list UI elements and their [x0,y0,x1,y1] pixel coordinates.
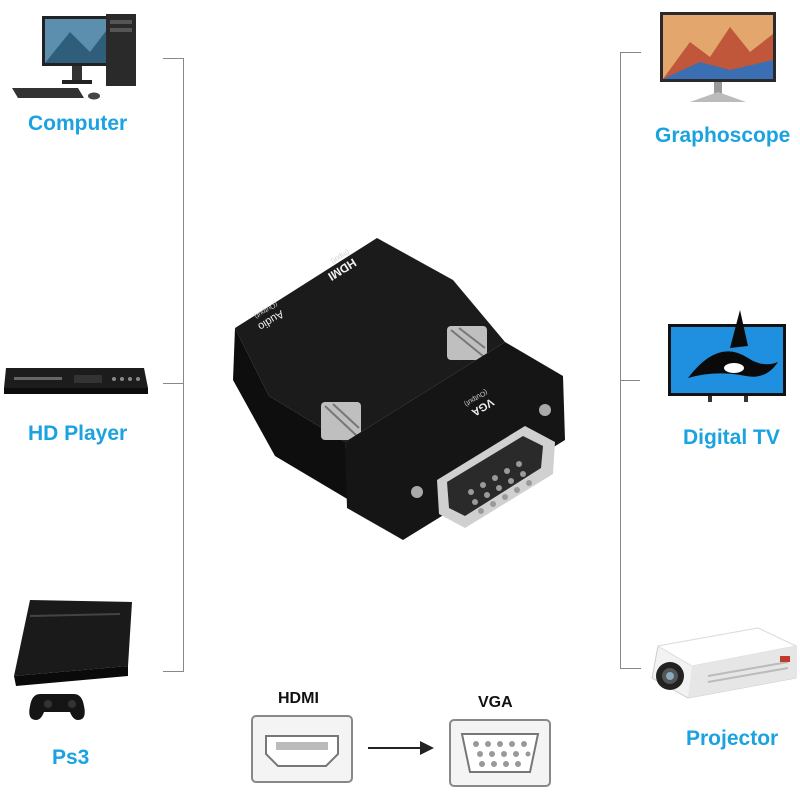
computer-icon [10,12,140,100]
game-console-icon [10,596,136,728]
right-bracket-tick [620,380,640,381]
vga-port-icon [448,718,552,788]
hdmi-vga-adapter: HDMI (Input) Audio (Output) VGA (Output) [225,230,570,550]
arrow-right-icon [368,738,434,758]
device-label-computer: Computer [28,112,128,135]
left-bracket-tick [163,383,183,384]
device-label-projector: Projector [686,727,779,750]
connector-hdmi-label: HDMI [278,690,319,707]
device-label-ps3: Ps3 [52,746,90,769]
dvd-player-icon [4,358,150,398]
hdmi-port-icon [250,714,354,784]
right-bracket [620,52,641,669]
device-label-graphoscope: Graphoscope [655,124,791,147]
device-label-hd-player: HD Player [28,422,128,445]
projector-icon [648,626,798,706]
device-label-digital-tv: Digital TV [683,426,780,449]
tv-icon [668,306,788,404]
monitor-icon [660,12,780,104]
connector-vga-label: VGA [478,694,513,711]
left-bracket [163,58,184,672]
